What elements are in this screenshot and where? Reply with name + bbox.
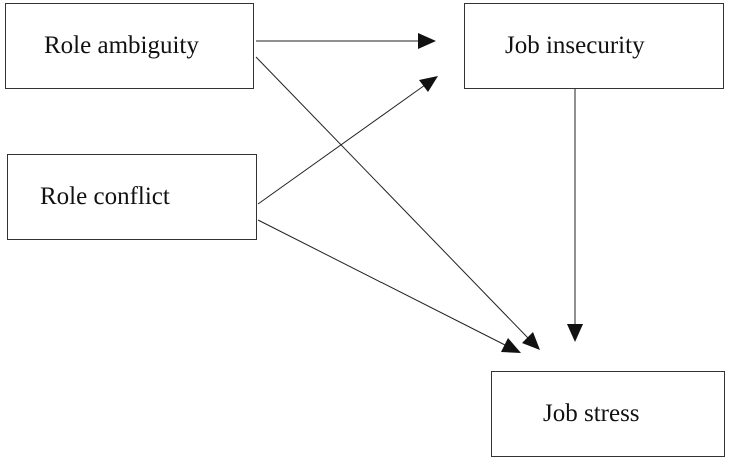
arrow-insecurity-to-stress <box>567 89 583 342</box>
node-role-ambiguity: Role ambiguity <box>5 3 254 89</box>
node-role-conflict-label: Role conflict <box>40 183 170 210</box>
arrow-ambiguity-to-stress <box>255 56 540 350</box>
arrow-conflict-to-stress <box>257 219 521 353</box>
node-job-stress-label: Job stress <box>543 400 640 427</box>
node-job-stress: Job stress <box>491 371 725 457</box>
node-role-ambiguity-label: Role ambiguity <box>44 32 199 59</box>
arrow-conflict-to-insecurity <box>257 76 438 205</box>
node-role-conflict: Role conflict <box>7 154 257 240</box>
arrow-ambiguity-to-insecurity <box>256 33 436 49</box>
node-job-insecurity-label: Job insecurity <box>505 32 645 59</box>
node-job-insecurity: Job insecurity <box>464 3 724 89</box>
